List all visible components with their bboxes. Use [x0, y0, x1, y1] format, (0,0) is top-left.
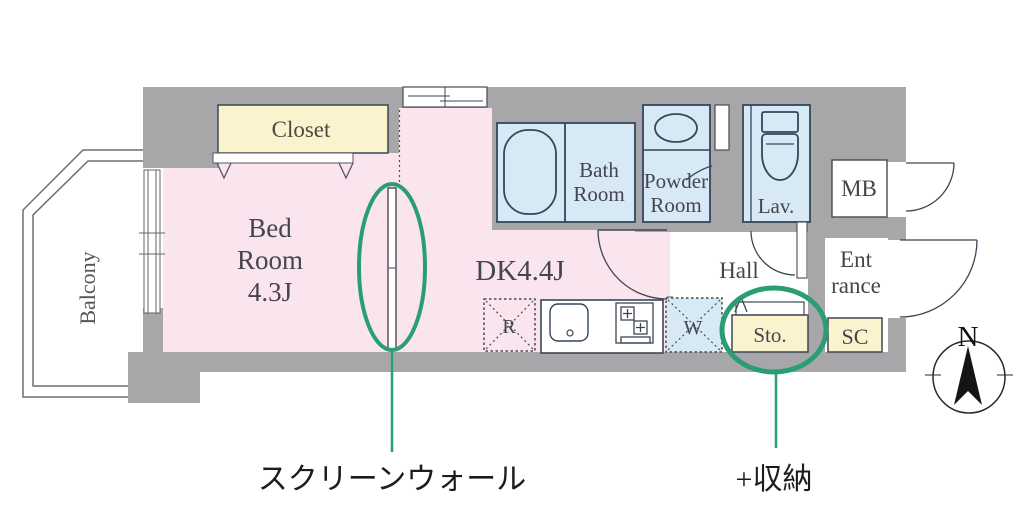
hall-label: Hall — [719, 258, 759, 283]
powder-room — [642, 104, 713, 223]
bedroom-label-3: 4.3J — [248, 277, 292, 307]
entrance-label-2: rance — [831, 273, 881, 298]
refrigerator-label: R — [502, 316, 516, 338]
lavatory — [742, 104, 811, 223]
entrance-label-1: Ent — [840, 247, 873, 272]
entrance-door — [899, 239, 978, 318]
balcony-window-icon — [139, 169, 165, 314]
powder-door-swing — [685, 165, 713, 181]
washer-space — [665, 297, 723, 353]
storage-highlight — [719, 285, 829, 448]
screen-wall-highlight — [357, 182, 427, 452]
powder-label-2: Room — [650, 193, 701, 217]
toilet-icon — [761, 111, 799, 181]
storage-box — [731, 301, 809, 353]
powder-label-1: Powder — [644, 169, 708, 193]
stove-icon — [615, 302, 654, 344]
lavatory-door — [750, 221, 808, 279]
bedroom-label-2: Room — [237, 245, 303, 275]
meter-box — [831, 159, 888, 218]
compass-icon: N — [925, 321, 1013, 414]
balcony-label: Balcony — [75, 251, 100, 324]
entrance-door-opening — [888, 240, 906, 318]
lavatory-label: Lav. — [758, 194, 795, 218]
bath-room — [496, 122, 636, 223]
washer-label: W — [684, 317, 703, 339]
refrigerator-space — [483, 298, 536, 352]
sink-icon — [549, 303, 589, 342]
shoe-closet-label: SC — [842, 324, 869, 349]
basin-icon — [654, 113, 698, 143]
pipe-space — [714, 104, 730, 151]
mb-door-opening — [887, 162, 906, 217]
mb-door — [905, 162, 955, 212]
storage-plus-caption: +収納 — [736, 463, 813, 496]
bath-label-2: Room — [573, 182, 624, 206]
kitchen-counter — [540, 299, 664, 354]
hanger-mark-icon — [338, 162, 354, 180]
bath-label-1: Bath — [579, 158, 619, 182]
meter-box-label: MB — [841, 176, 877, 201]
dk-hall-door — [597, 229, 668, 300]
balcony-outline — [22, 149, 143, 398]
bathtub-icon — [503, 129, 557, 215]
bedroom-label-1: Bed — [248, 213, 292, 243]
top-window-icon — [402, 86, 488, 108]
hanger-mark-icon — [216, 162, 232, 180]
compass-n-label: N — [958, 321, 979, 353]
storage-label: Sto. — [753, 323, 786, 347]
closet — [212, 104, 389, 180]
compass-needle-icon — [954, 346, 982, 405]
screen-wall-caption: スクリーンウォール — [258, 463, 527, 496]
dk-label: DK4.4J — [475, 255, 564, 287]
closet-label: Closet — [272, 117, 331, 142]
